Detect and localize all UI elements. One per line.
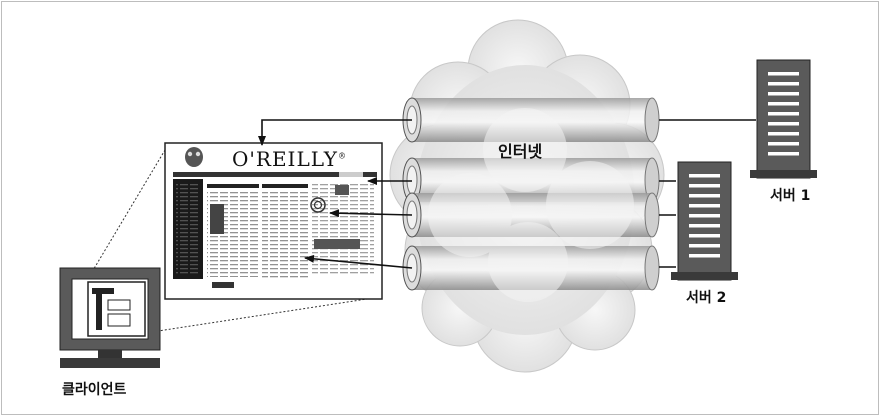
client-label: 클라이언트 bbox=[62, 382, 127, 398]
server-2-icon bbox=[671, 161, 738, 281]
internet-label: 인터넷 bbox=[498, 142, 543, 161]
server-1-icon bbox=[750, 59, 817, 179]
brand-name: O'REILLY bbox=[232, 147, 338, 171]
desktop-monitor-icon bbox=[59, 267, 161, 368]
cloud-front bbox=[428, 108, 634, 302]
arrow-left-icon bbox=[304, 254, 413, 269]
oreilly-logo-text: O'REILLY® bbox=[232, 147, 347, 171]
zoom-projection-lines bbox=[85, 144, 381, 334]
arrow-left-icon bbox=[329, 209, 413, 218]
server-1-label: 서버 1 bbox=[770, 188, 811, 204]
server-2-label: 서버 2 bbox=[686, 290, 727, 306]
brand-trademark: ® bbox=[337, 151, 347, 161]
web-page-thumbnail bbox=[164, 142, 383, 300]
server-connections bbox=[659, 119, 756, 268]
arrow-left-icon bbox=[258, 119, 412, 146]
data-flow-arrows bbox=[258, 119, 413, 269]
